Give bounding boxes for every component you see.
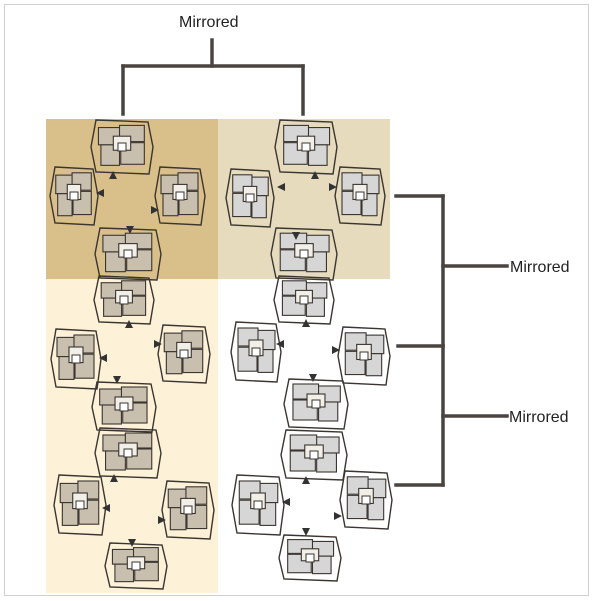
arrow-marker bbox=[282, 498, 290, 506]
arrow-marker bbox=[277, 183, 285, 191]
floorplan-tile bbox=[273, 275, 335, 325]
arrow-marker bbox=[154, 340, 162, 348]
floorplan-tile bbox=[280, 429, 348, 481]
arrow-marker bbox=[109, 171, 117, 179]
arrow-marker bbox=[126, 226, 134, 234]
floorplan-tile bbox=[274, 119, 338, 175]
mirrored-label-top: Mirrored bbox=[179, 14, 239, 31]
floorplan-tile bbox=[94, 427, 162, 479]
right-bracket-upper bbox=[394, 194, 509, 348]
arrow-marker bbox=[110, 474, 118, 482]
floorplan-tile bbox=[231, 474, 285, 536]
floorplan-tile bbox=[161, 480, 215, 540]
floorplan-tile bbox=[270, 227, 338, 281]
floorplan-tile bbox=[49, 166, 99, 226]
floorplan-tile bbox=[230, 321, 282, 383]
arrow-marker bbox=[151, 206, 159, 214]
arrow-marker bbox=[102, 504, 110, 512]
floorplan-tile bbox=[91, 381, 157, 433]
floorplan-tile bbox=[225, 168, 275, 228]
floorplan-tile bbox=[154, 166, 206, 226]
arrow-marker bbox=[113, 376, 121, 384]
floorplan-tile bbox=[53, 474, 107, 536]
arrow-marker bbox=[329, 183, 337, 191]
floorplan-tile bbox=[50, 328, 102, 390]
arrow-marker bbox=[158, 516, 166, 524]
arrow-marker bbox=[311, 171, 319, 179]
floorplan-tile bbox=[283, 378, 349, 430]
arrow-marker bbox=[276, 340, 284, 348]
mirrored-label-right-upper: Mirrored bbox=[510, 259, 570, 276]
floorplan-tile bbox=[278, 534, 342, 582]
floorplan-tile bbox=[90, 119, 154, 175]
arrow-marker bbox=[309, 374, 317, 382]
floorplan-tile bbox=[339, 470, 393, 530]
figure-frame bbox=[4, 4, 589, 596]
floorplan-tile bbox=[337, 326, 391, 386]
arrow-marker bbox=[128, 539, 136, 547]
tile-group bbox=[49, 119, 393, 590]
floorplan-tile bbox=[157, 324, 211, 384]
right-bracket-lower bbox=[394, 344, 509, 487]
floorplan-tile bbox=[93, 275, 155, 325]
floorplan-tile bbox=[104, 542, 168, 590]
arrow-marker bbox=[332, 346, 340, 354]
mirrored-label-right-lower: Mirrored bbox=[509, 409, 569, 426]
arrow-marker bbox=[302, 476, 310, 484]
arrow-marker bbox=[96, 189, 104, 197]
top-bracket bbox=[121, 38, 305, 116]
floorplan-tile bbox=[94, 227, 162, 281]
arrow-marker bbox=[334, 512, 342, 520]
arrow-marker bbox=[99, 354, 107, 362]
arrow-marker bbox=[302, 319, 310, 327]
arrow-marker bbox=[125, 320, 133, 328]
floorplan-tile bbox=[334, 166, 386, 226]
arrow-marker bbox=[302, 528, 310, 536]
arrow-marker bbox=[292, 232, 300, 240]
